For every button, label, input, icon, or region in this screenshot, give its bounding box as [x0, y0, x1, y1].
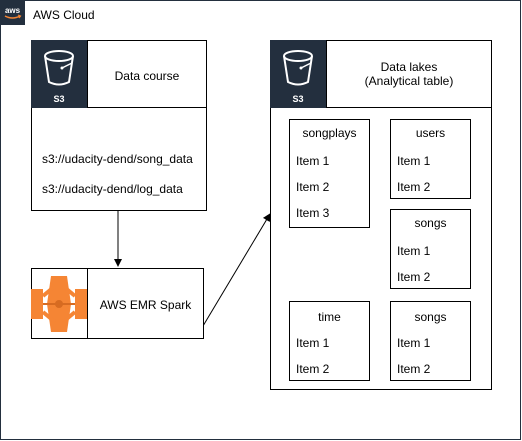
table-title: time [318, 310, 341, 324]
data-course-header-line [87, 40, 207, 108]
table-item: Item 3 [296, 206, 330, 220]
source-path-log-data: s3://udacity-dend/log_data [42, 182, 183, 196]
data-lake-header-line [326, 40, 492, 108]
table-item: Item 1 [296, 154, 330, 168]
aws-cloud-label: AWS Cloud [33, 8, 95, 22]
emr-label-divider [87, 268, 204, 339]
table-item: Item 2 [296, 180, 330, 194]
table-item: Item 1 [296, 336, 330, 350]
table-item: Item 2 [397, 362, 431, 376]
emr-icon [31, 268, 87, 339]
data-lake-subtitle: (Analytical table) [364, 74, 454, 88]
s3-bucket-icon [44, 50, 74, 86]
table-time: time Item 1 Item 2 [289, 301, 370, 381]
lake-s3-label: S3 [292, 94, 304, 104]
emr-spark-label: AWS EMR Spark [99, 298, 192, 312]
table-songs: songs Item 1 Item 2 [390, 301, 471, 381]
table-item: Item 1 [397, 244, 431, 258]
table-item: Item 2 [397, 270, 431, 284]
table-songs: songs Item 1 Item 2 [390, 209, 471, 289]
data-lake-title: Data lakes [380, 60, 438, 74]
aws-cloud-icon: aws [0, 0, 25, 25]
source-s3-tile: S3 [31, 40, 87, 108]
lake-s3-tile: S3 [270, 40, 326, 108]
table-title: songs [414, 310, 447, 324]
source-s3-label: S3 [53, 94, 65, 104]
data-course-title: Data course [114, 69, 180, 83]
table-songplays: songplays Item 1 Item 2 Item 3 [289, 119, 370, 228]
table-item: Item 1 [397, 154, 431, 168]
table-title: users [415, 126, 446, 140]
table-item: Item 2 [296, 362, 330, 376]
table-title: songplays [302, 126, 357, 140]
table-title: songs [414, 216, 447, 230]
s3-bucket-icon [283, 50, 313, 86]
svg-text:aws: aws [5, 6, 21, 15]
table-item: Item 2 [397, 180, 431, 194]
table-users: users Item 1 Item 2 [390, 119, 471, 199]
source-path-song-data: s3://udacity-dend/song_data [42, 152, 193, 166]
arrow-emr-to-lake [202, 213, 271, 327]
table-item: Item 1 [397, 336, 431, 350]
